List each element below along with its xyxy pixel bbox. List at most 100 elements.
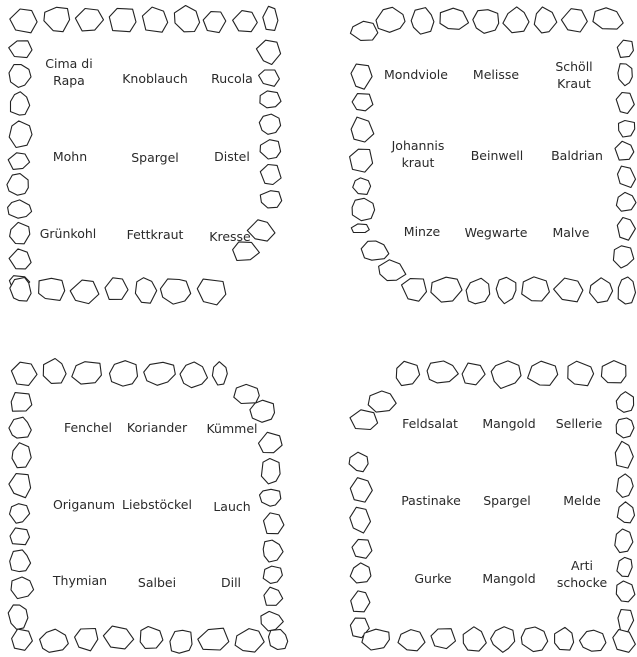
stone — [7, 174, 28, 196]
stone — [616, 192, 636, 211]
stone — [203, 12, 226, 33]
stone — [522, 277, 550, 301]
stone — [440, 8, 469, 29]
stone — [234, 384, 259, 403]
stone — [235, 629, 264, 653]
plant-label: Origanum — [44, 496, 124, 513]
stone — [613, 630, 636, 653]
stone — [411, 8, 434, 34]
stone — [11, 362, 37, 385]
plant-label: Wegwarte — [456, 224, 536, 241]
plant-label: Arti schocke — [542, 557, 622, 591]
stone — [264, 513, 284, 534]
plant-label: Rucola — [192, 70, 272, 87]
stone — [351, 224, 369, 233]
stone — [197, 279, 226, 305]
stone — [349, 452, 368, 472]
stone — [561, 9, 587, 32]
stone — [263, 540, 283, 562]
stone — [350, 563, 371, 583]
plant-label: Mohn — [30, 148, 110, 165]
stone — [212, 362, 227, 385]
stone — [72, 362, 102, 384]
stone — [75, 9, 103, 31]
stone — [396, 361, 419, 385]
stone — [10, 222, 30, 243]
stone — [462, 363, 485, 385]
stone — [473, 10, 499, 34]
stone — [617, 218, 635, 241]
plant-label: Thymian — [40, 572, 120, 589]
stone — [528, 361, 558, 385]
stone — [10, 528, 30, 545]
stone — [503, 7, 529, 33]
plant-label: Spargel — [467, 492, 547, 509]
stone — [198, 628, 229, 650]
stone — [427, 361, 458, 383]
plant-label: Johannis kraut — [378, 137, 458, 171]
stone — [9, 249, 31, 269]
stone — [496, 277, 516, 303]
stone — [350, 410, 378, 430]
plant-label: Salbei — [117, 574, 197, 591]
plant-label: Mondviole — [376, 66, 456, 83]
stone — [350, 478, 372, 502]
stone — [9, 65, 31, 88]
stone — [431, 629, 456, 649]
stone — [616, 93, 634, 114]
stone — [593, 8, 623, 29]
stone — [170, 630, 192, 653]
stone — [263, 6, 278, 30]
stone — [521, 627, 547, 652]
plant-label: Knoblauch — [115, 70, 195, 87]
stone — [402, 279, 427, 302]
stone — [615, 529, 633, 553]
stone — [11, 577, 34, 599]
stone — [142, 7, 167, 32]
plant-label: Grünkohl — [28, 225, 108, 242]
stone — [379, 260, 406, 281]
stone — [43, 359, 66, 384]
stone — [180, 362, 208, 388]
stone — [250, 400, 275, 422]
stone — [398, 630, 425, 651]
stone — [350, 149, 373, 172]
stone — [362, 629, 390, 650]
stone — [351, 591, 370, 612]
stone — [368, 391, 396, 412]
plant-label: Gurke — [393, 570, 473, 587]
plant-label: Mangold — [469, 570, 549, 587]
stone — [350, 21, 377, 40]
stone — [491, 627, 515, 653]
stone — [361, 241, 389, 260]
stone — [12, 629, 33, 650]
stone — [10, 9, 37, 33]
plant-label: Malve — [531, 224, 611, 241]
stone — [10, 550, 31, 572]
plant-label: Melde — [542, 492, 622, 509]
stone — [568, 361, 594, 386]
stone — [466, 278, 490, 304]
plant-label: Kümmel — [192, 420, 272, 437]
plant-label: Cima di Rapa — [29, 55, 109, 89]
plant-label: Sellerie — [539, 415, 619, 432]
stone — [615, 141, 634, 160]
plant-label: Beinwell — [457, 147, 537, 164]
plant-label: Fenchel — [48, 419, 128, 436]
stone — [618, 277, 635, 304]
stone — [12, 443, 31, 468]
stone — [103, 626, 133, 649]
stone — [351, 117, 374, 142]
stone — [75, 629, 98, 651]
plant-label: Lauch — [192, 498, 272, 515]
stone — [39, 278, 65, 300]
stone — [160, 279, 190, 304]
stone — [144, 362, 176, 385]
stone — [259, 114, 280, 134]
plant-label: Liebstöckel — [117, 496, 197, 513]
stone — [105, 278, 128, 300]
stone — [135, 278, 156, 304]
stone — [617, 40, 633, 57]
stone — [8, 605, 28, 630]
stone — [261, 611, 283, 631]
